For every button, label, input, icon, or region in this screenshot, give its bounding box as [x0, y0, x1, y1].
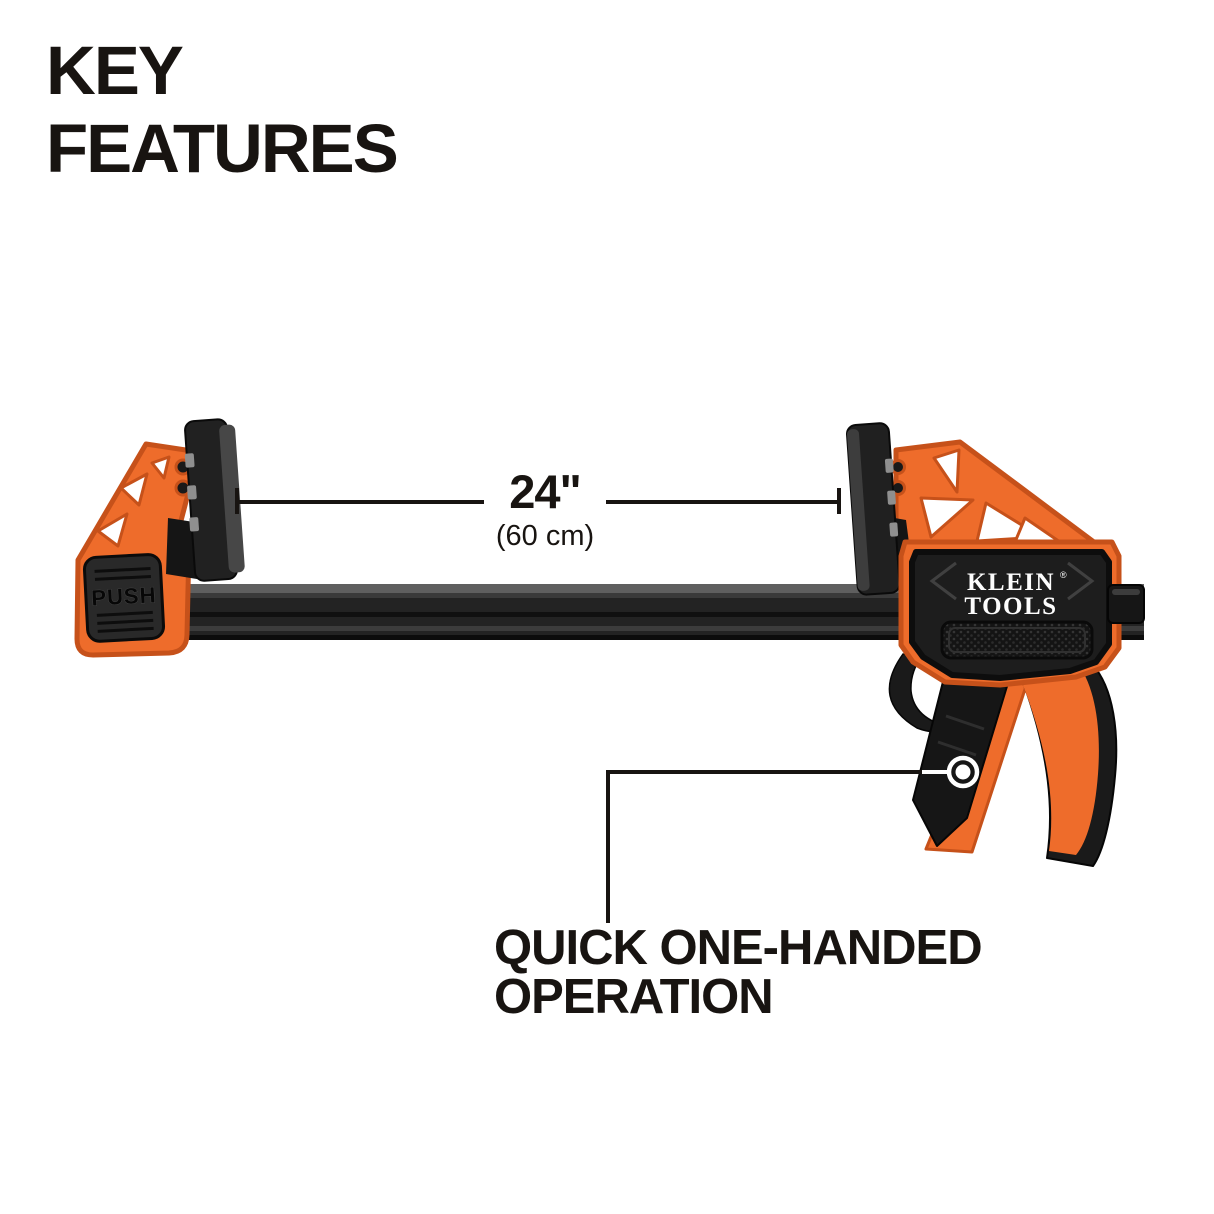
push-release-pad: PUSH	[82, 553, 166, 643]
feature-callout-label: QUICK ONE-HANDED OPERATION	[494, 921, 983, 1024]
sliding-jaw-pad	[846, 422, 901, 596]
clamp-slider-body: KLEIN TOOLS ®	[846, 422, 1122, 867]
callout-line	[606, 770, 930, 923]
jaw-rivet	[890, 459, 906, 475]
dimension-metric-label: (60 cm)	[496, 520, 594, 552]
registered-mark: ®	[1060, 570, 1067, 580]
grip-texture-panel	[940, 620, 1094, 660]
dimension-annotation: 24" (60 cm)	[235, 465, 841, 552]
page-title: KEY FEATURES	[46, 32, 399, 187]
callout-marker-icon	[946, 755, 980, 789]
clamp-fixed-jaw: PUSH	[74, 418, 245, 658]
dimension-label: 24"	[509, 465, 581, 518]
brand-logo-text: KLEIN TOOLS ®	[964, 569, 1067, 620]
fixed-jaw-pad	[184, 418, 245, 582]
push-button-label: PUSH	[91, 582, 157, 610]
brand-line2: TOOLS	[964, 593, 1057, 620]
feature-callout-annotation	[606, 755, 980, 923]
bar-end-cap	[1107, 584, 1145, 624]
brand-line1: KLEIN	[967, 569, 1055, 596]
handle-grip	[1019, 664, 1099, 855]
